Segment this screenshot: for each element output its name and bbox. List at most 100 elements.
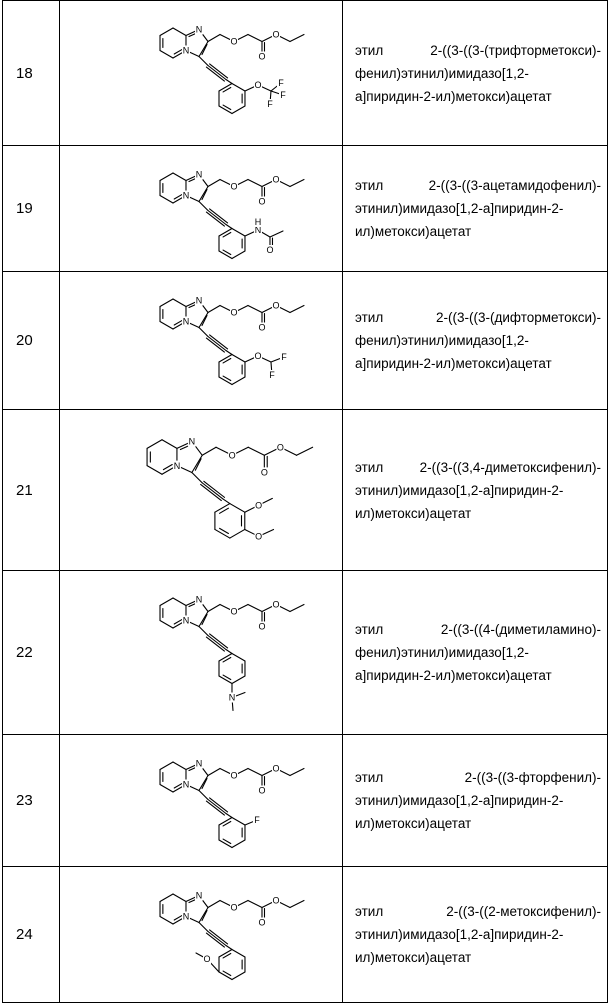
bond xyxy=(297,447,313,455)
compound-name: этил 2-((3-((3-(трифторметокси)-фенил)эт… xyxy=(343,1,608,146)
bond xyxy=(215,529,230,538)
bond xyxy=(226,650,232,654)
bond xyxy=(173,762,186,770)
bond xyxy=(208,932,226,946)
bond xyxy=(173,598,186,606)
compound-number: 24 xyxy=(3,867,60,1003)
atom-label: O xyxy=(272,764,279,774)
compound-name: этил 2-((3-((3,4-диметоксифенил)-этинил)… xyxy=(343,410,608,571)
bond xyxy=(219,229,232,237)
bond xyxy=(210,798,228,812)
bond xyxy=(290,35,304,42)
bond xyxy=(219,355,232,363)
table-row: 22 NNOOON этил 2-((3-((4-(диметиламино)-… xyxy=(3,571,608,735)
bond xyxy=(160,299,173,307)
bond xyxy=(199,313,208,328)
bond xyxy=(232,818,245,826)
atom-label: O xyxy=(272,301,279,311)
atom-label: N xyxy=(196,170,203,180)
table-row: 24 NNOOOO этил 2-((3-((2-метоксифенил)-э… xyxy=(3,867,608,1003)
bond xyxy=(199,791,208,800)
bond xyxy=(226,80,232,84)
bond xyxy=(173,28,186,36)
bond xyxy=(226,225,232,229)
bond xyxy=(160,762,173,770)
bond xyxy=(290,306,304,313)
bond xyxy=(208,800,226,814)
structure-cell: NNOOOF xyxy=(60,735,343,867)
bond xyxy=(210,335,228,349)
bond xyxy=(160,598,173,606)
bond xyxy=(160,196,173,204)
bond xyxy=(219,654,232,662)
atom-label: N xyxy=(183,317,190,327)
bond xyxy=(248,306,262,313)
bond xyxy=(160,322,173,330)
bond xyxy=(248,901,262,908)
structure-cell: NNOOOOFFF xyxy=(60,1,343,146)
bond xyxy=(219,840,232,848)
atom-label: O xyxy=(229,450,236,460)
table-row: 23 NNOOOF этил 2-((3-((3-фторфенил)-этин… xyxy=(3,735,608,867)
atom-label: N xyxy=(196,891,203,901)
bond xyxy=(232,355,245,363)
atom-label: O xyxy=(277,442,284,452)
bond xyxy=(206,801,224,815)
bond xyxy=(290,605,304,612)
atom-label: F xyxy=(280,90,286,100)
bond xyxy=(219,972,232,980)
bond xyxy=(232,676,245,684)
atom-label: F xyxy=(278,78,284,88)
atom-label: N xyxy=(196,759,203,769)
bond xyxy=(147,466,162,475)
table-row: 18 NNOOOOFFF этил 2-((3-((3-(трифтормето… xyxy=(3,1,608,146)
bond xyxy=(199,328,208,337)
bond xyxy=(208,211,226,225)
compound-number: 20 xyxy=(3,272,60,410)
bond xyxy=(290,901,304,908)
bond xyxy=(208,636,226,650)
atom-label: O xyxy=(254,351,261,361)
atom-label: N xyxy=(196,25,203,35)
compound-number: 23 xyxy=(3,735,60,867)
bond xyxy=(219,818,232,826)
bond xyxy=(232,950,245,958)
bond xyxy=(160,894,173,902)
bond xyxy=(230,529,245,538)
bond xyxy=(210,634,228,648)
atom-label: F xyxy=(267,99,273,109)
bond xyxy=(215,504,230,513)
bond xyxy=(232,229,245,237)
structure-cell: NNOOONHO xyxy=(60,146,343,272)
bond xyxy=(232,377,245,385)
bond xyxy=(199,776,208,791)
bond xyxy=(173,894,186,902)
bond xyxy=(208,35,220,42)
bond xyxy=(199,42,208,57)
bond xyxy=(147,440,162,449)
atom-label: O xyxy=(266,245,273,255)
bond xyxy=(219,84,232,92)
bond xyxy=(208,901,220,908)
compound-number: 18 xyxy=(3,1,60,146)
atom-label: O xyxy=(258,786,265,796)
bond xyxy=(219,676,232,684)
atom-label: O xyxy=(230,607,237,617)
atom-label: O xyxy=(230,37,237,47)
bond xyxy=(160,28,173,36)
bond xyxy=(199,908,208,923)
structure-cell: NNOOOOFF xyxy=(60,272,343,410)
table-row: 20 NNOOOOFF этил 2-((3-((3-(дифторметокс… xyxy=(3,272,608,410)
compound-number: 19 xyxy=(3,146,60,272)
bond xyxy=(232,106,245,114)
compound-name: этил 2-((3-((3-фторфенил)-этинил)имидазо… xyxy=(343,735,608,867)
bond xyxy=(232,84,245,92)
atom-label: O xyxy=(255,501,262,511)
bond xyxy=(208,337,226,351)
bond xyxy=(208,180,220,187)
bond xyxy=(270,231,283,237)
compound-name: этил 2-((3-((3-ацетамидофенил)-этинил)им… xyxy=(343,146,608,272)
bond xyxy=(206,338,224,352)
bond xyxy=(192,473,202,483)
bond xyxy=(173,173,186,181)
